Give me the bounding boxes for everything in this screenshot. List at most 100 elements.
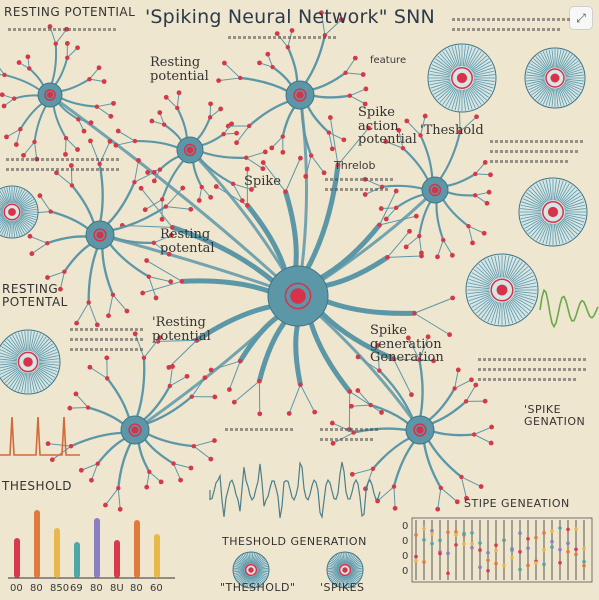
synapse-terminal xyxy=(221,60,227,66)
synapse-terminal xyxy=(379,184,385,190)
membrane-ray xyxy=(562,218,580,232)
membrane-ray xyxy=(349,558,359,567)
dendrite-branch xyxy=(288,384,301,414)
dendrite-branch xyxy=(89,78,105,82)
membrane-ray xyxy=(351,570,363,573)
membrane-ray xyxy=(505,256,514,279)
neuron-right xyxy=(362,107,493,260)
membrane-ray xyxy=(520,214,542,220)
membrane-ray xyxy=(350,572,361,580)
dendrite xyxy=(169,224,280,287)
membrane-ray xyxy=(471,58,489,72)
dendrite-branch xyxy=(442,239,453,256)
membrane-ray xyxy=(472,64,493,74)
synapse-terminal xyxy=(158,479,164,485)
spike-event xyxy=(470,531,474,535)
dendrite-branch xyxy=(468,225,485,234)
membrane-ray xyxy=(257,570,269,575)
spike-event xyxy=(438,551,442,556)
synapse-terminal xyxy=(360,72,366,77)
dendrite-branch xyxy=(96,102,114,108)
synapse-terminal xyxy=(249,187,254,192)
dendrite-branch xyxy=(407,337,420,361)
membrane-ray xyxy=(465,89,473,110)
synapse-terminal xyxy=(265,51,271,57)
dendrite-branch xyxy=(349,88,367,97)
dendrite-branch xyxy=(31,242,48,255)
membrane-ray xyxy=(37,346,56,357)
membrane-ray xyxy=(469,275,491,286)
synapse-terminal xyxy=(403,244,409,250)
synapse-terminal xyxy=(246,123,252,129)
dendrite-branch xyxy=(64,138,67,155)
synapse-terminal xyxy=(54,170,59,176)
dendrite xyxy=(428,400,468,426)
membrane-ray xyxy=(555,179,561,201)
synapse-terminal xyxy=(68,443,74,449)
membrane-ray xyxy=(330,573,341,581)
membrane-core xyxy=(547,206,559,218)
membrane-ray xyxy=(524,217,543,229)
synapse-terminal xyxy=(229,121,234,127)
synapse-terminal xyxy=(191,443,197,449)
membrane-ray xyxy=(243,553,249,565)
spike-event xyxy=(566,541,570,546)
synapse-terminal xyxy=(161,122,167,127)
membrane-ray xyxy=(522,198,543,208)
dendrite xyxy=(198,133,225,147)
membrane-ray xyxy=(504,255,510,278)
synapse-terminal xyxy=(67,405,73,411)
label-resting-center: 'Resting potential xyxy=(152,315,211,344)
membrane-ray xyxy=(349,573,360,581)
expand-icon[interactable]: ⤢ xyxy=(569,6,593,30)
dendrite-branch xyxy=(420,115,426,136)
spike-event xyxy=(454,530,458,534)
membrane-ray xyxy=(555,223,561,245)
synapse-terminal xyxy=(179,279,185,284)
membrane-ray xyxy=(490,301,499,324)
membrane-ray xyxy=(511,297,531,311)
axis-tick-label: 69 xyxy=(70,583,83,594)
membrane-ray xyxy=(472,83,491,95)
dendrite-branch xyxy=(387,255,422,258)
dendrite-branch xyxy=(467,226,474,244)
membrane-ray xyxy=(327,570,339,573)
membrane-ray xyxy=(562,84,577,98)
synapse-terminal xyxy=(45,240,50,246)
membrane-ray xyxy=(551,88,555,107)
membrane-ray xyxy=(327,567,339,570)
synapse-terminal xyxy=(155,338,161,344)
synapse-terminal xyxy=(132,331,138,337)
bar xyxy=(34,510,40,578)
membrane-ray xyxy=(528,219,545,235)
membrane-ray xyxy=(241,554,249,565)
membrane-ray xyxy=(255,573,265,582)
synapse-terminal xyxy=(89,477,94,483)
dendrite-branch xyxy=(148,276,171,283)
nucleus xyxy=(290,288,306,304)
dendrite-branch xyxy=(153,234,172,244)
membrane-ray xyxy=(513,294,535,305)
dendrite-branch xyxy=(165,206,191,210)
text-scribble xyxy=(70,338,145,341)
membrane-ray xyxy=(233,567,245,570)
synapse-terminal xyxy=(425,334,431,340)
dendrite xyxy=(63,241,94,273)
synapse-terminal xyxy=(11,96,17,101)
synapse-terminal xyxy=(484,200,490,206)
membrane-ray xyxy=(327,565,339,570)
synapse-terminal xyxy=(226,387,232,392)
membrane-ray xyxy=(529,63,547,74)
dendrite-branch xyxy=(0,74,5,76)
dendrite-branch xyxy=(459,116,477,133)
synapse-terminal xyxy=(74,320,79,326)
dendrite xyxy=(381,184,426,191)
dendrite xyxy=(444,190,477,197)
synapse-terminal xyxy=(175,105,180,111)
synapse-terminal xyxy=(115,128,121,134)
membrane-ray xyxy=(0,204,5,208)
synapse-terminal xyxy=(63,151,68,157)
membrane-ray xyxy=(6,187,11,204)
membrane-ray xyxy=(237,573,247,582)
membrane-core xyxy=(550,73,560,83)
